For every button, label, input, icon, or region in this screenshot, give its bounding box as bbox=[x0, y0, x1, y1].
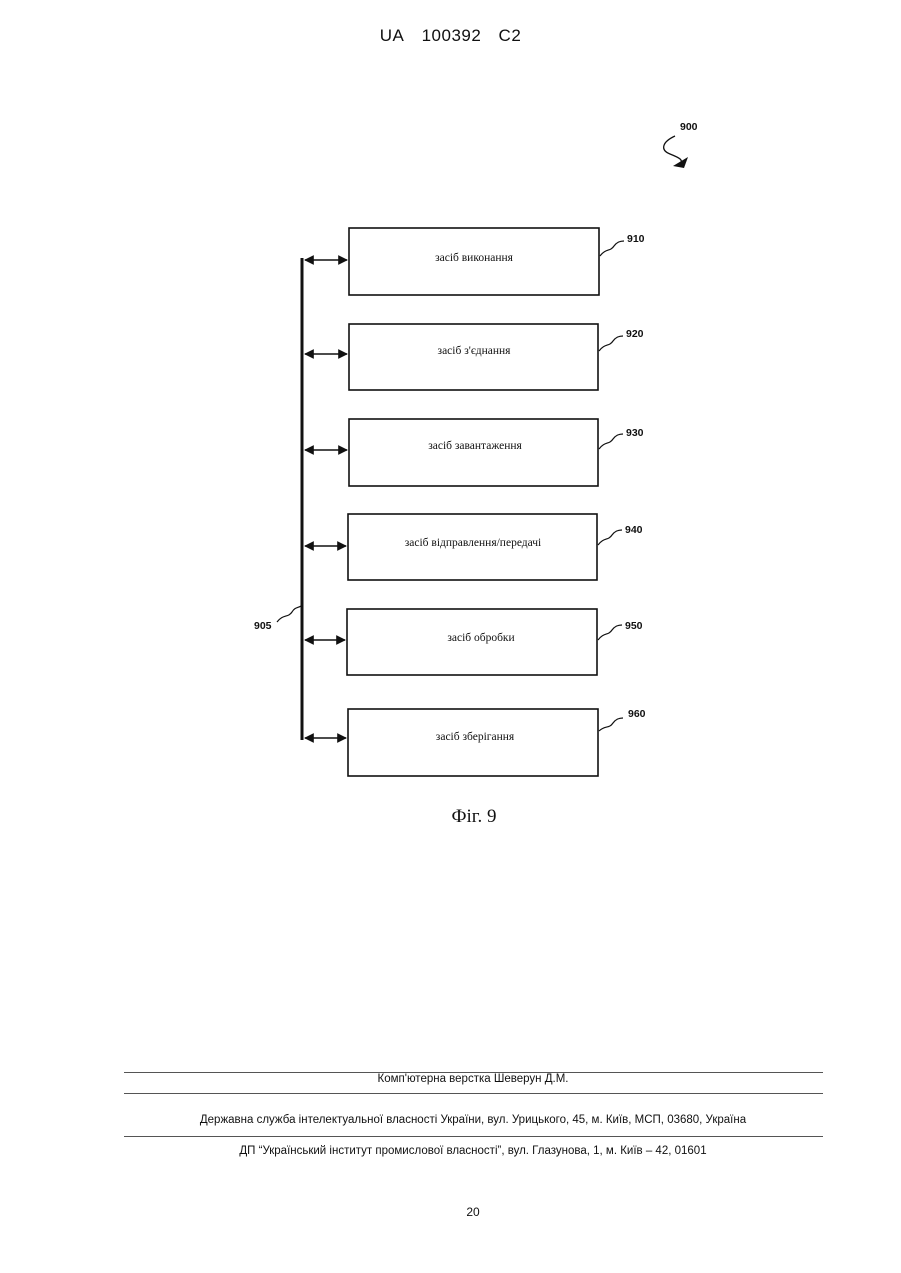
footer-rule-2 bbox=[124, 1093, 823, 1094]
ref-905-leader bbox=[277, 606, 301, 622]
ref-940-label: 940 bbox=[625, 524, 643, 536]
block-920: засіб з'єднання 920 bbox=[305, 324, 644, 390]
ref-930-label: 930 bbox=[626, 427, 644, 439]
ref-910-label: 910 bbox=[627, 233, 645, 245]
block-930-label: засіб завантаження bbox=[428, 440, 522, 452]
ref-960-label: 960 bbox=[628, 708, 646, 720]
block-950-label: засіб обробки bbox=[447, 632, 514, 644]
block-960: засіб зберігання 960 bbox=[305, 708, 646, 776]
footer-rule-3 bbox=[124, 1136, 823, 1137]
figure-caption: Фіг. 9 bbox=[0, 806, 901, 828]
ref-900-leader bbox=[664, 136, 682, 165]
ref-900-label: 900 bbox=[680, 121, 698, 133]
block-910-label: засіб виконання bbox=[435, 252, 514, 264]
page-number: 20 bbox=[0, 1205, 901, 1219]
block-930: засіб завантаження 930 bbox=[305, 419, 644, 486]
ref-950-label: 950 bbox=[625, 620, 643, 632]
block-920-label: засіб з'єднання bbox=[438, 345, 512, 357]
block-910: засіб виконання 910 bbox=[305, 228, 645, 295]
block-940-label: засіб відправлення/передачі bbox=[405, 537, 542, 549]
ref-920-label: 920 bbox=[626, 328, 644, 340]
block-diagram: 900 905 засіб виконання 910 засіб з'єдна… bbox=[0, 0, 901, 900]
block-960-label: засіб зберігання bbox=[436, 731, 515, 743]
layout-credit: Комп'ютерна верстка Шеверун Д.М. bbox=[0, 1073, 901, 1085]
block-940: засіб відправлення/передачі 940 bbox=[305, 514, 643, 580]
institute-address: ДП “Український інститут промислової вла… bbox=[0, 1145, 901, 1157]
ref-905-label: 905 bbox=[254, 620, 272, 632]
block-950: засіб обробки 950 bbox=[305, 609, 643, 675]
agency-address: Державна служба інтелектуальної власност… bbox=[0, 1114, 901, 1126]
